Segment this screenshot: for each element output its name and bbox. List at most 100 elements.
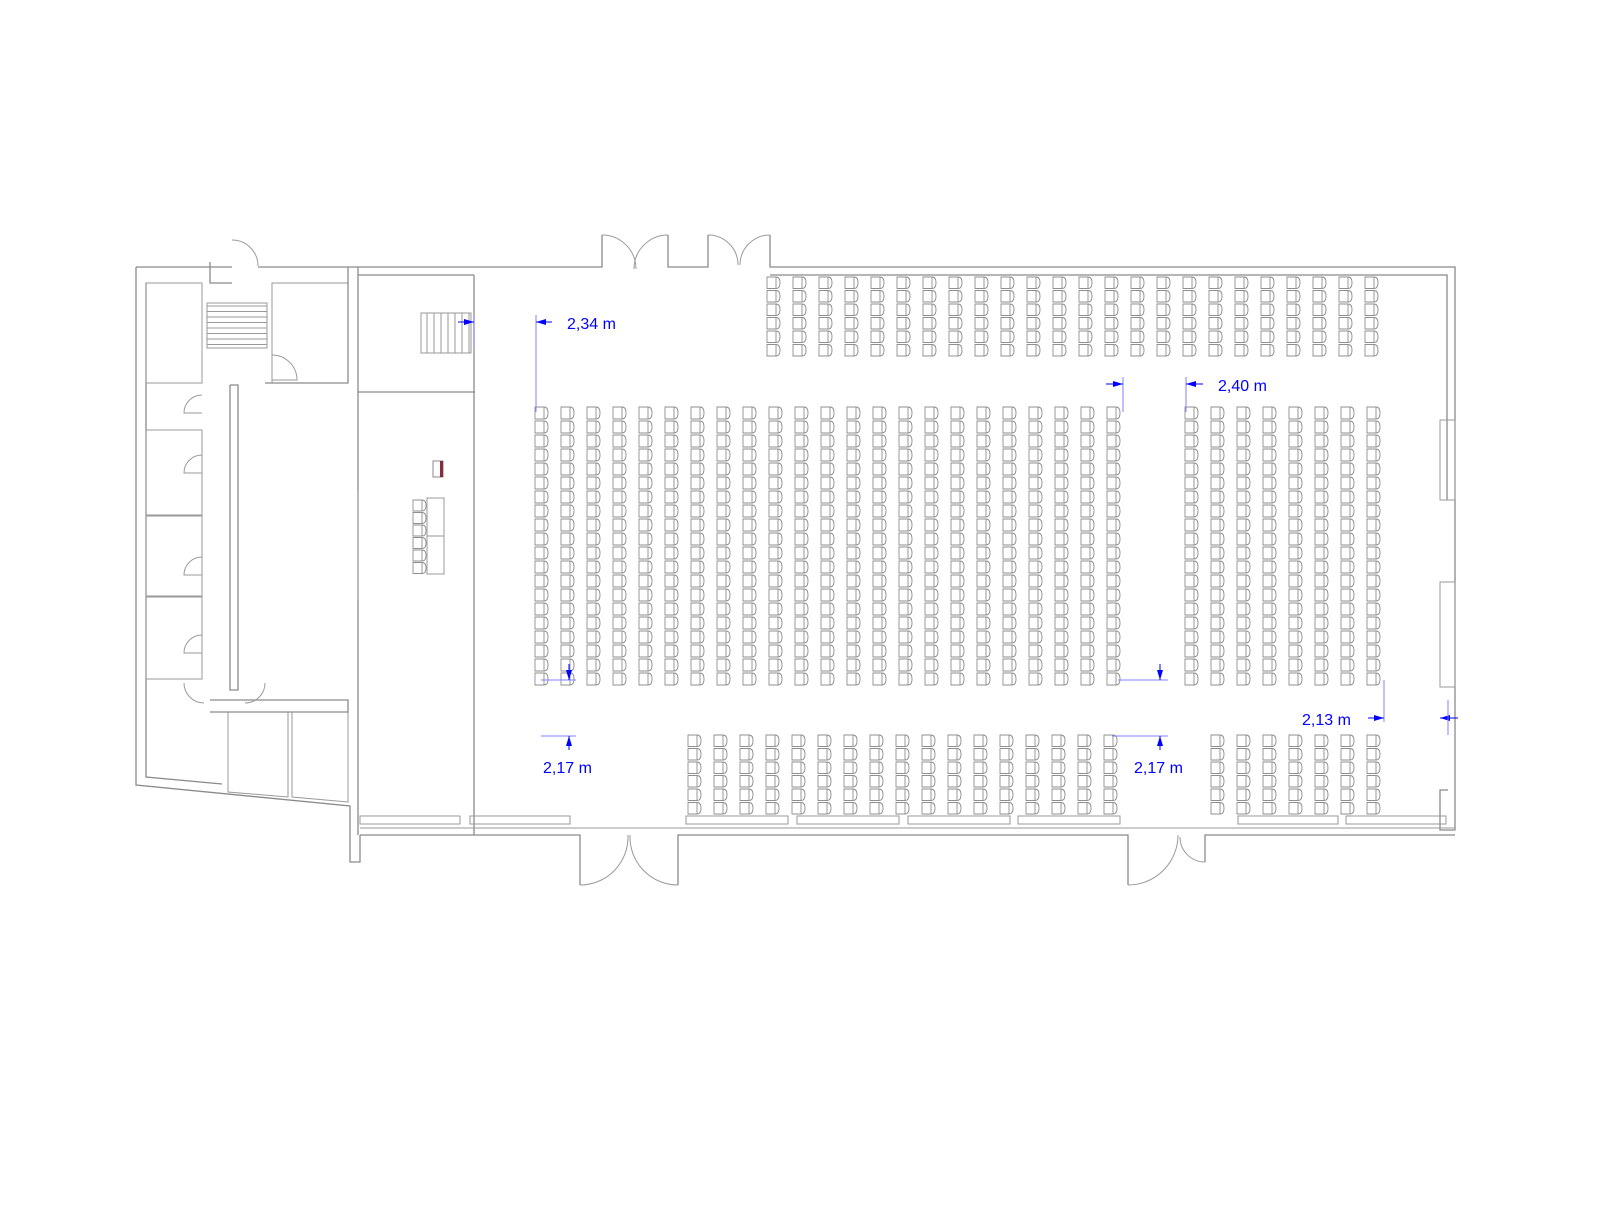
seat — [1052, 290, 1067, 303]
seat — [1054, 490, 1069, 504]
seat — [820, 602, 835, 616]
seat — [716, 630, 731, 644]
seat — [1002, 420, 1017, 434]
seat — [1080, 406, 1095, 420]
seat — [1025, 748, 1040, 761]
seat — [1340, 406, 1355, 420]
seat — [612, 602, 627, 616]
seat — [921, 775, 936, 788]
seat — [612, 630, 627, 644]
seat — [872, 532, 887, 546]
seat — [1236, 672, 1251, 686]
seat — [586, 616, 601, 630]
seat — [1210, 802, 1225, 815]
seat — [1312, 290, 1327, 303]
seat — [1288, 644, 1303, 658]
seat — [1080, 616, 1095, 630]
seat — [1338, 303, 1353, 316]
seat — [1210, 616, 1225, 630]
seat — [1156, 330, 1171, 343]
seat — [1184, 532, 1199, 546]
dimension-label: 2,17 m — [1134, 760, 1183, 777]
seat — [1028, 630, 1043, 644]
seat — [1028, 406, 1043, 420]
seat — [1103, 748, 1118, 761]
seat — [1028, 518, 1043, 532]
seat — [1314, 420, 1329, 434]
seat — [843, 788, 858, 801]
seat — [976, 518, 991, 532]
seat — [586, 476, 601, 490]
seating — [534, 276, 1381, 815]
seat — [820, 588, 835, 602]
seat — [690, 420, 705, 434]
seat — [950, 630, 965, 644]
seat — [947, 761, 962, 774]
seat — [1340, 546, 1355, 560]
seat — [742, 546, 757, 560]
seat — [1077, 802, 1092, 815]
seat — [948, 317, 963, 330]
seat — [895, 761, 910, 774]
seat — [534, 546, 549, 560]
seat — [638, 406, 653, 420]
seat — [950, 518, 965, 532]
seat — [1106, 672, 1121, 686]
seat — [1236, 602, 1251, 616]
seat — [794, 588, 809, 602]
seat — [768, 560, 783, 574]
seat — [948, 290, 963, 303]
seat — [742, 476, 757, 490]
seat — [1210, 630, 1225, 644]
seat — [1314, 546, 1329, 560]
seat — [1210, 476, 1225, 490]
seat — [638, 532, 653, 546]
seat — [1026, 276, 1041, 289]
seat — [1182, 276, 1197, 289]
seat — [1052, 344, 1067, 357]
seat — [922, 276, 937, 289]
seat — [1236, 574, 1251, 588]
seat — [1314, 532, 1329, 546]
seat — [820, 518, 835, 532]
seat — [638, 672, 653, 686]
seat — [1104, 344, 1119, 357]
seat — [1080, 630, 1095, 644]
seat — [1028, 658, 1043, 672]
seat — [612, 560, 627, 574]
seat — [1236, 462, 1251, 476]
seat — [843, 734, 858, 747]
seat — [1026, 317, 1041, 330]
seat — [974, 290, 989, 303]
seat — [1260, 344, 1275, 357]
seat — [872, 406, 887, 420]
seat — [872, 476, 887, 490]
seat — [716, 518, 731, 532]
seat — [1312, 344, 1327, 357]
seat — [1236, 630, 1251, 644]
seat — [1002, 476, 1017, 490]
seat — [612, 518, 627, 532]
seat — [1340, 775, 1355, 788]
seat — [843, 761, 858, 774]
seat — [742, 434, 757, 448]
seat — [1234, 330, 1249, 343]
seat — [950, 462, 965, 476]
seat — [534, 602, 549, 616]
seat — [820, 462, 835, 476]
seat — [820, 630, 835, 644]
seat — [1314, 448, 1329, 462]
seat — [974, 276, 989, 289]
seat — [1340, 588, 1355, 602]
seat — [1028, 546, 1043, 560]
seat — [1106, 630, 1121, 644]
seat — [1184, 462, 1199, 476]
seat — [846, 462, 861, 476]
seat — [1314, 462, 1329, 476]
seat — [895, 734, 910, 747]
seat — [739, 788, 754, 801]
seat — [820, 658, 835, 672]
seat — [869, 734, 884, 747]
seat — [638, 546, 653, 560]
seat — [1130, 344, 1145, 357]
